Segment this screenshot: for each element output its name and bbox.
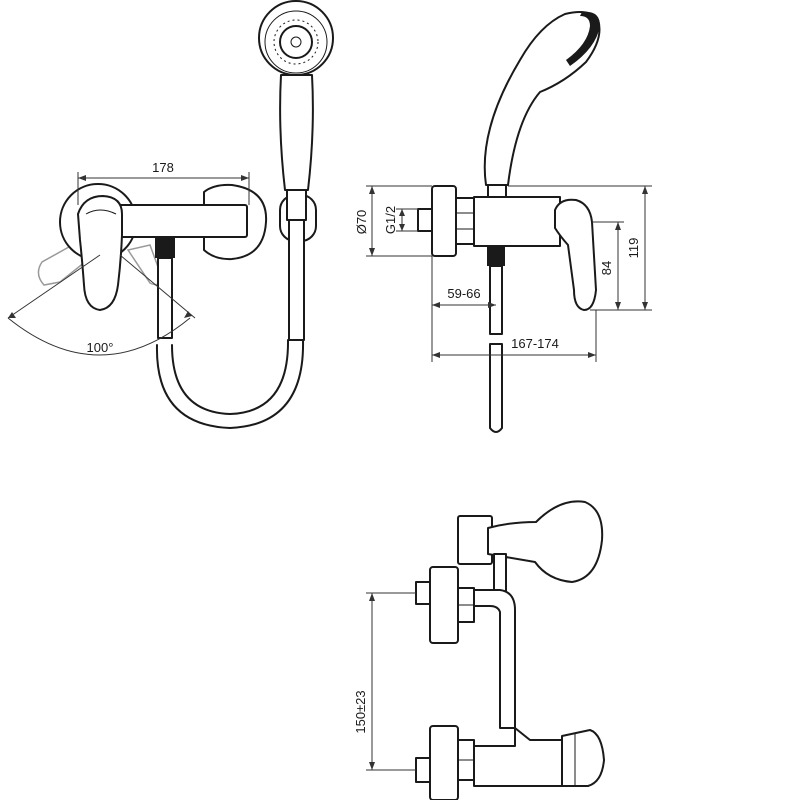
angle-100-arrow-left bbox=[8, 312, 16, 318]
shower-head-inner bbox=[279, 25, 313, 59]
dim-167-174-arrow-right bbox=[588, 352, 596, 358]
top-lever bbox=[561, 729, 605, 787]
shower-hose-vertical bbox=[288, 219, 305, 341]
dim-84-arrow-bottom bbox=[615, 302, 621, 310]
top-bracket bbox=[457, 515, 493, 565]
dim-167-174-arrow-left bbox=[432, 352, 440, 358]
side-shower bbox=[483, 11, 601, 186]
side-body bbox=[473, 196, 561, 247]
dim-150-arrow-bottom bbox=[369, 762, 375, 770]
side-shower-connector bbox=[487, 184, 507, 198]
dim-167-174-label: 167-174 bbox=[511, 336, 559, 351]
dim-178-arrow-left bbox=[78, 175, 86, 181]
front-view: 178 100° bbox=[7, 0, 334, 429]
angle-100-arc bbox=[7, 317, 191, 356]
side-view: Ø70 G1/2 119 84 59-66 167-174 bbox=[354, 11, 652, 433]
top-flange-upper bbox=[429, 566, 459, 644]
shower-handle bbox=[279, 74, 314, 191]
lever-handle bbox=[77, 195, 123, 311]
side-hex-nut bbox=[455, 197, 475, 245]
shower-connector bbox=[286, 189, 307, 221]
dim-d70-arrow-top bbox=[369, 186, 375, 194]
hose-outer bbox=[155, 339, 305, 429]
top-inlet-lower bbox=[415, 757, 431, 783]
mixer-body bbox=[109, 204, 248, 238]
hose-inner bbox=[171, 339, 290, 415]
dim-84-arrow-top bbox=[615, 222, 621, 230]
dim-150-arrow-top bbox=[369, 593, 375, 601]
dim-d70-label: Ø70 bbox=[354, 210, 369, 235]
top-shower bbox=[487, 500, 604, 583]
dim-59-66-arrow-left bbox=[432, 302, 440, 308]
top-view: 150±23 bbox=[353, 500, 605, 800]
dim-59-66-arrow-right bbox=[488, 302, 496, 308]
side-hose-end bbox=[489, 343, 503, 433]
shower-head-nozzles bbox=[273, 19, 319, 65]
shower-head-ring bbox=[264, 10, 328, 74]
side-inlet-stub bbox=[417, 208, 433, 232]
lever-highlight bbox=[85, 209, 117, 215]
dim-59-66-label: 59-66 bbox=[447, 286, 480, 301]
dim-150-label: 150±23 bbox=[353, 690, 368, 733]
angle-100-ray-right bbox=[119, 254, 196, 319]
dim-g12-arrow-bottom bbox=[399, 224, 405, 231]
side-shower-face bbox=[566, 11, 600, 66]
dim-d70-arrow-bottom bbox=[369, 248, 375, 256]
outlet-nut bbox=[155, 238, 175, 258]
angle-100-ray-left bbox=[7, 254, 101, 319]
top-flange-lower bbox=[429, 725, 459, 800]
top-body-lower bbox=[473, 727, 563, 787]
angle-100-arrow-right bbox=[184, 311, 192, 318]
dim-g12-arrow-top bbox=[399, 209, 405, 216]
dim-119-label: 119 bbox=[626, 238, 641, 259]
dim-g12-label: G1/2 bbox=[383, 206, 398, 234]
dim-84-label: 84 bbox=[599, 261, 614, 275]
side-flange bbox=[431, 185, 457, 257]
side-lever bbox=[554, 198, 597, 311]
outlet-pipe-top bbox=[157, 257, 173, 339]
top-body-arm bbox=[473, 589, 516, 729]
angle-100-label: 100° bbox=[87, 340, 114, 355]
shower-head-outer bbox=[258, 0, 334, 76]
lever-ghost-left bbox=[37, 237, 102, 286]
top-shower-stem bbox=[493, 553, 507, 595]
side-outlet-nut bbox=[487, 246, 505, 266]
dim-119-arrow-top bbox=[642, 186, 648, 194]
dim-178-arrow-right bbox=[241, 175, 249, 181]
top-inlet-upper bbox=[415, 581, 431, 605]
side-outlet-pipe bbox=[489, 265, 503, 335]
dim-178-label: 178 bbox=[152, 160, 174, 175]
dim-119-arrow-bottom bbox=[642, 302, 648, 310]
shower-head-center bbox=[290, 36, 302, 48]
